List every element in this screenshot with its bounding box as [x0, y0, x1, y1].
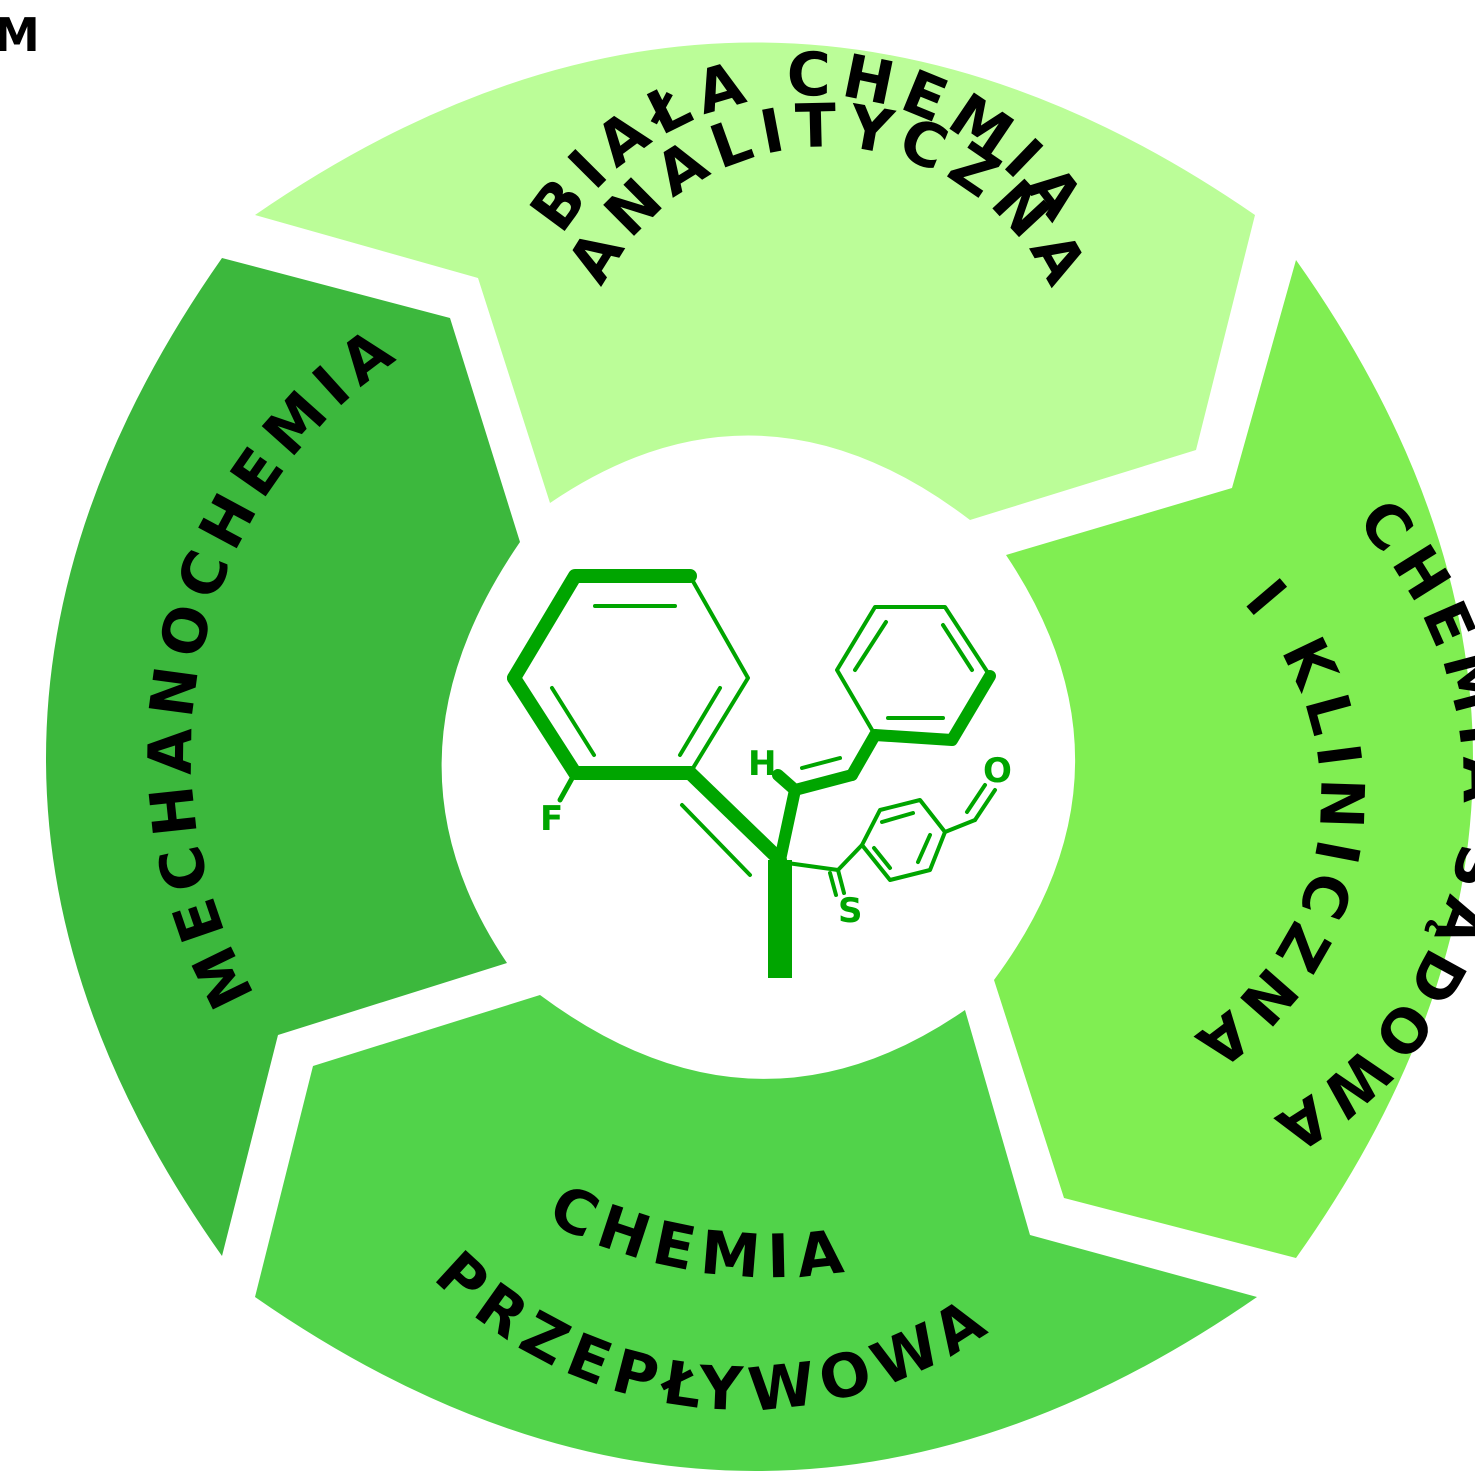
segment-top-fill	[255, 42, 1255, 520]
atom-hydrogen: H	[748, 744, 776, 784]
corner-label: M	[0, 8, 40, 62]
molecule-structure: F H S O	[507, 569, 1012, 978]
thiocarbonyl-cs-1	[836, 868, 846, 895]
vinyl-bond-3	[846, 729, 881, 781]
atom-sulfur: S	[838, 891, 863, 931]
segment-left-fill	[46, 258, 520, 1256]
aldehyde-bond	[943, 818, 977, 834]
atom-oxygen: O	[983, 751, 1012, 791]
thiocarbonyl-bond	[778, 860, 840, 872]
thiocarbonyl-cs-2	[828, 871, 838, 897]
aldehyde-co-1	[973, 788, 997, 822]
alkene-bond-main	[683, 766, 787, 867]
vinyl-bond-1	[774, 784, 801, 866]
alkene-bond-second	[680, 803, 752, 877]
vinyl-bond-2b	[800, 756, 842, 770]
fluorophenyl-ring	[507, 569, 750, 780]
hydrogen-bond	[772, 769, 801, 796]
carbonyl-ring-bond	[836, 843, 864, 872]
aldehyde-co-2	[965, 783, 987, 814]
segment-bottom-fill	[255, 995, 1257, 1471]
atom-fluorine: F	[540, 799, 563, 839]
phenyl-ring	[835, 605, 996, 746]
benzaldehyde-ring	[860, 798, 947, 882]
fluorine-bond	[557, 770, 578, 803]
segment-right-fill	[994, 260, 1473, 1258]
vinyl-bond-2	[789, 769, 858, 796]
